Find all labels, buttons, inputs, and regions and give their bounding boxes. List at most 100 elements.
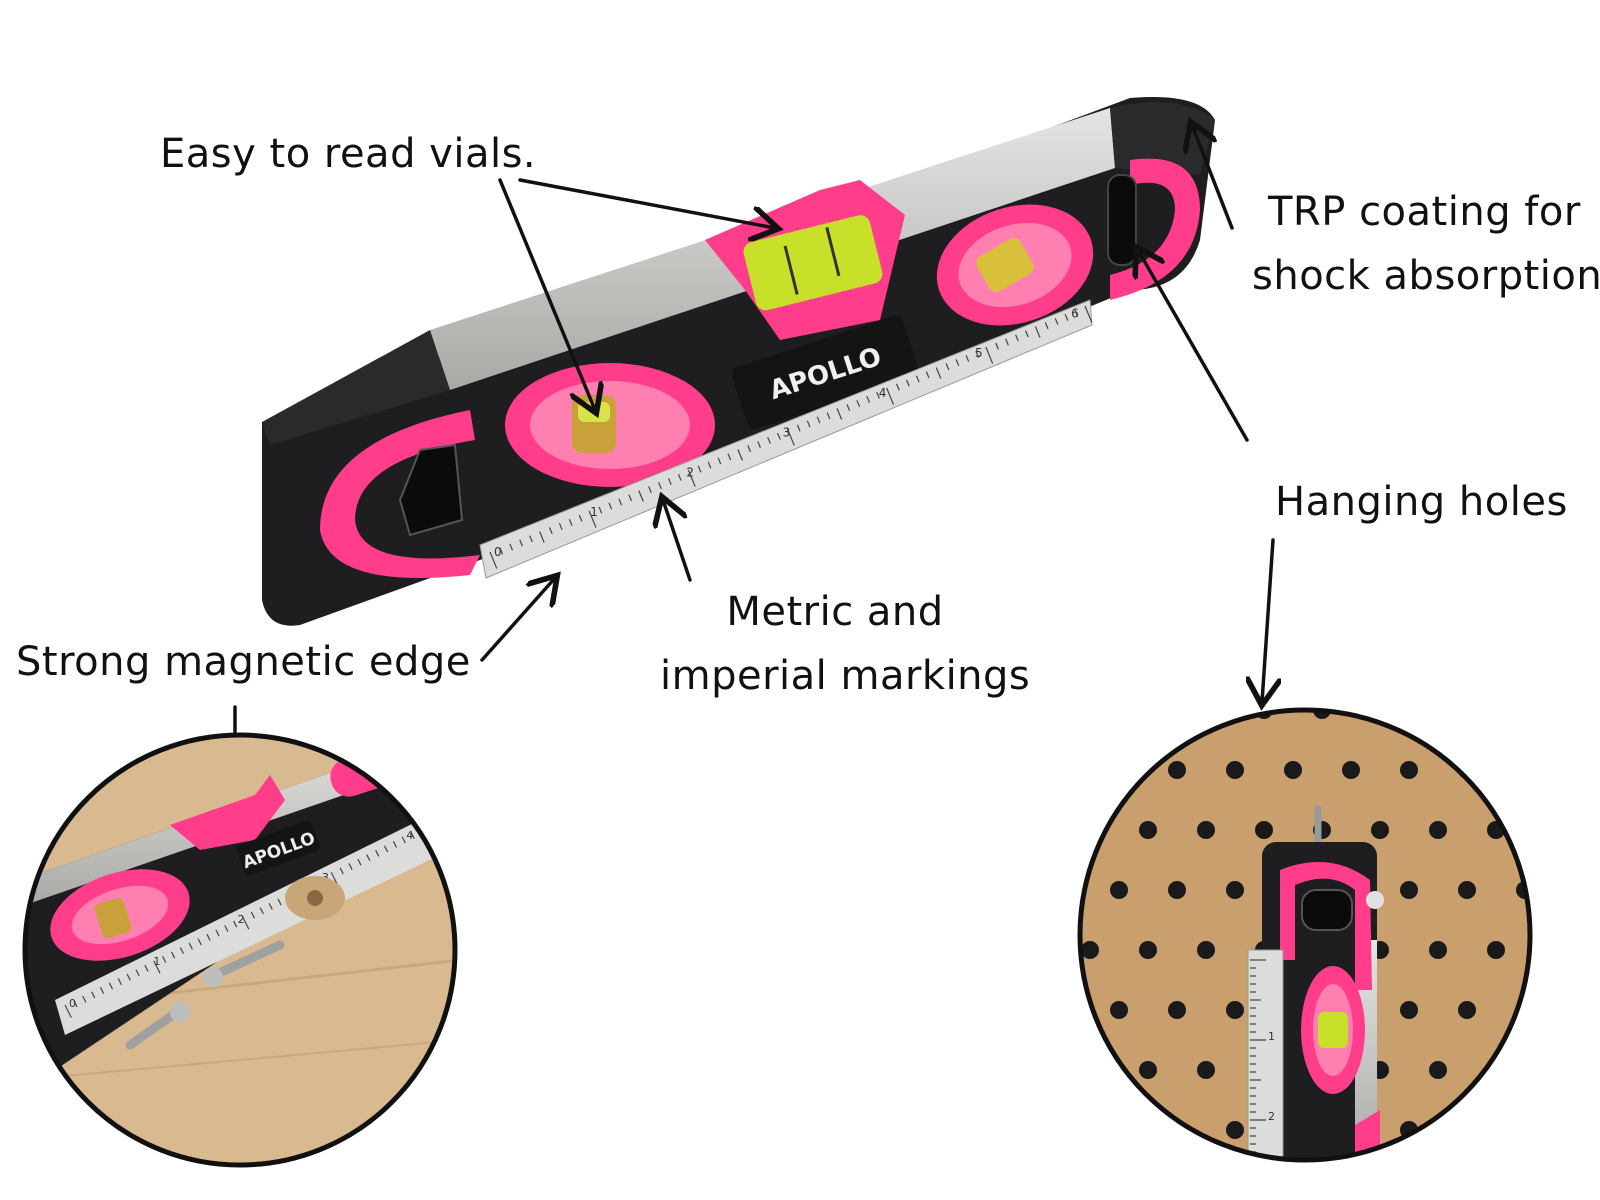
pegboard-hole <box>1226 1121 1244 1139</box>
pegboard-hole <box>1139 941 1157 959</box>
ruler-tick <box>1015 334 1019 342</box>
inset-ruler-tick <box>375 849 380 857</box>
pegboard-hole <box>1458 881 1476 899</box>
arrow-hanging-top <box>1138 250 1249 442</box>
left-end-cap <box>262 330 450 445</box>
ruler-tick <box>717 457 722 465</box>
inset-ruler-tick <box>99 987 105 994</box>
inset-ruler-tick <box>357 858 362 866</box>
ruler-number: 1 <box>590 505 598 519</box>
ruler-tick <box>747 445 752 453</box>
pegboard-hole <box>1197 821 1215 839</box>
ruler-tick <box>568 518 573 526</box>
pegboard-hole <box>1168 881 1186 899</box>
inset-ruler-tick <box>162 956 167 963</box>
inset-ruler-tick <box>241 916 250 930</box>
pegboard-hole <box>1081 1061 1099 1079</box>
ruler-tick <box>826 412 831 420</box>
pegboard-hole <box>1371 821 1389 839</box>
pegboard-hole <box>1110 881 1128 899</box>
pegboard-hole <box>1516 1121 1530 1139</box>
ruler-tick <box>1084 305 1093 323</box>
arrow-hanging-bottom <box>1262 538 1273 702</box>
ruler-number: 5 <box>975 346 983 360</box>
ruler-tick <box>767 436 771 444</box>
ruler-tick <box>509 543 514 551</box>
ruler-tick <box>489 551 498 569</box>
ruler-tick <box>955 359 960 366</box>
pegboard-hole <box>1429 941 1447 959</box>
pegboard-hole <box>1139 710 1157 719</box>
inset-ruler-number: 2 <box>238 913 245 926</box>
ruler-tick <box>866 395 871 403</box>
ruler-tick <box>806 420 811 428</box>
inset-ruler-tick <box>64 1004 72 1018</box>
pegboard-hole <box>1371 710 1389 719</box>
pegboard-hole <box>1487 710 1505 719</box>
ruler-tick <box>995 342 999 350</box>
ruler-number: 6 <box>1071 306 1079 320</box>
inset-ruler-tick <box>188 942 193 950</box>
inset-ruler-tick <box>82 995 87 1003</box>
ruler-tick <box>588 510 597 528</box>
right-vial-window <box>936 204 1094 326</box>
ruler-tick <box>727 453 732 461</box>
inset-ruler-tick <box>383 845 389 853</box>
pegboard-hole <box>1516 761 1530 779</box>
ruler-tick <box>796 424 801 432</box>
pegboard-hole <box>1110 1001 1128 1019</box>
pegboard-hole <box>1081 710 1099 719</box>
ruler-tick <box>648 486 652 494</box>
inset-ruler-tick <box>144 964 149 972</box>
pegboard-hole <box>1226 881 1244 899</box>
inset-ruler-tick <box>339 867 344 875</box>
inset-ruler-tick <box>135 969 140 977</box>
pegboard-hole <box>1226 1001 1244 1019</box>
inset-ruler-tick <box>348 863 353 870</box>
inset-ruler-tick <box>117 978 122 986</box>
pegboard-hole <box>1313 710 1331 719</box>
ruler-tick <box>985 346 994 364</box>
inset-ruler-tick <box>206 933 211 941</box>
ruler-tick <box>548 527 553 535</box>
ruler-tick <box>896 383 900 391</box>
ruler-tick <box>836 408 843 420</box>
pegboard-hole <box>1400 881 1418 899</box>
ruler-tick <box>529 535 533 543</box>
callout-hanging: Hanging holes <box>1275 479 1568 525</box>
pegboard-hole <box>1429 1061 1447 1079</box>
ruler-tick <box>707 461 712 469</box>
callout-trp-line2: shock absorption <box>1252 253 1600 299</box>
ruler-tick <box>876 391 880 399</box>
inset-ruler-tick <box>277 898 282 906</box>
callout-trp: TRP coating for shock absorption <box>1252 180 1600 308</box>
ruler-tick <box>578 514 583 522</box>
ruler-tick <box>687 469 696 487</box>
inset-ruler-number: 1 <box>153 955 160 968</box>
pegboard-hole <box>1197 1061 1215 1079</box>
inset-ruler-tick <box>233 920 238 928</box>
arrow-trp <box>1192 125 1234 230</box>
ruler-number: 3 <box>783 426 791 440</box>
callout-trp-line1: TRP coating for <box>1268 189 1581 235</box>
ruler-tick <box>598 506 603 514</box>
pegboard-hole <box>1400 761 1418 779</box>
ruler-tick <box>1044 322 1049 330</box>
ruler-tick <box>737 449 744 461</box>
right-hanging-hole <box>1107 174 1137 266</box>
inset-ruler-tick <box>197 938 202 946</box>
inset-ruler-tick <box>126 973 131 981</box>
ruler-tick <box>667 477 672 485</box>
ruler-tick <box>608 502 613 510</box>
inset-ruler-tick <box>250 911 256 919</box>
ruler-tick <box>757 441 761 448</box>
inset-ruler-tick <box>410 832 415 839</box>
ruler-tick <box>945 363 950 371</box>
ruler-tick <box>638 490 644 502</box>
ruler-number: 4 <box>879 386 887 400</box>
ruler-tick <box>618 498 623 506</box>
inset-ruler-number: 0 <box>69 997 76 1010</box>
right-trp-grip <box>1110 158 1200 300</box>
